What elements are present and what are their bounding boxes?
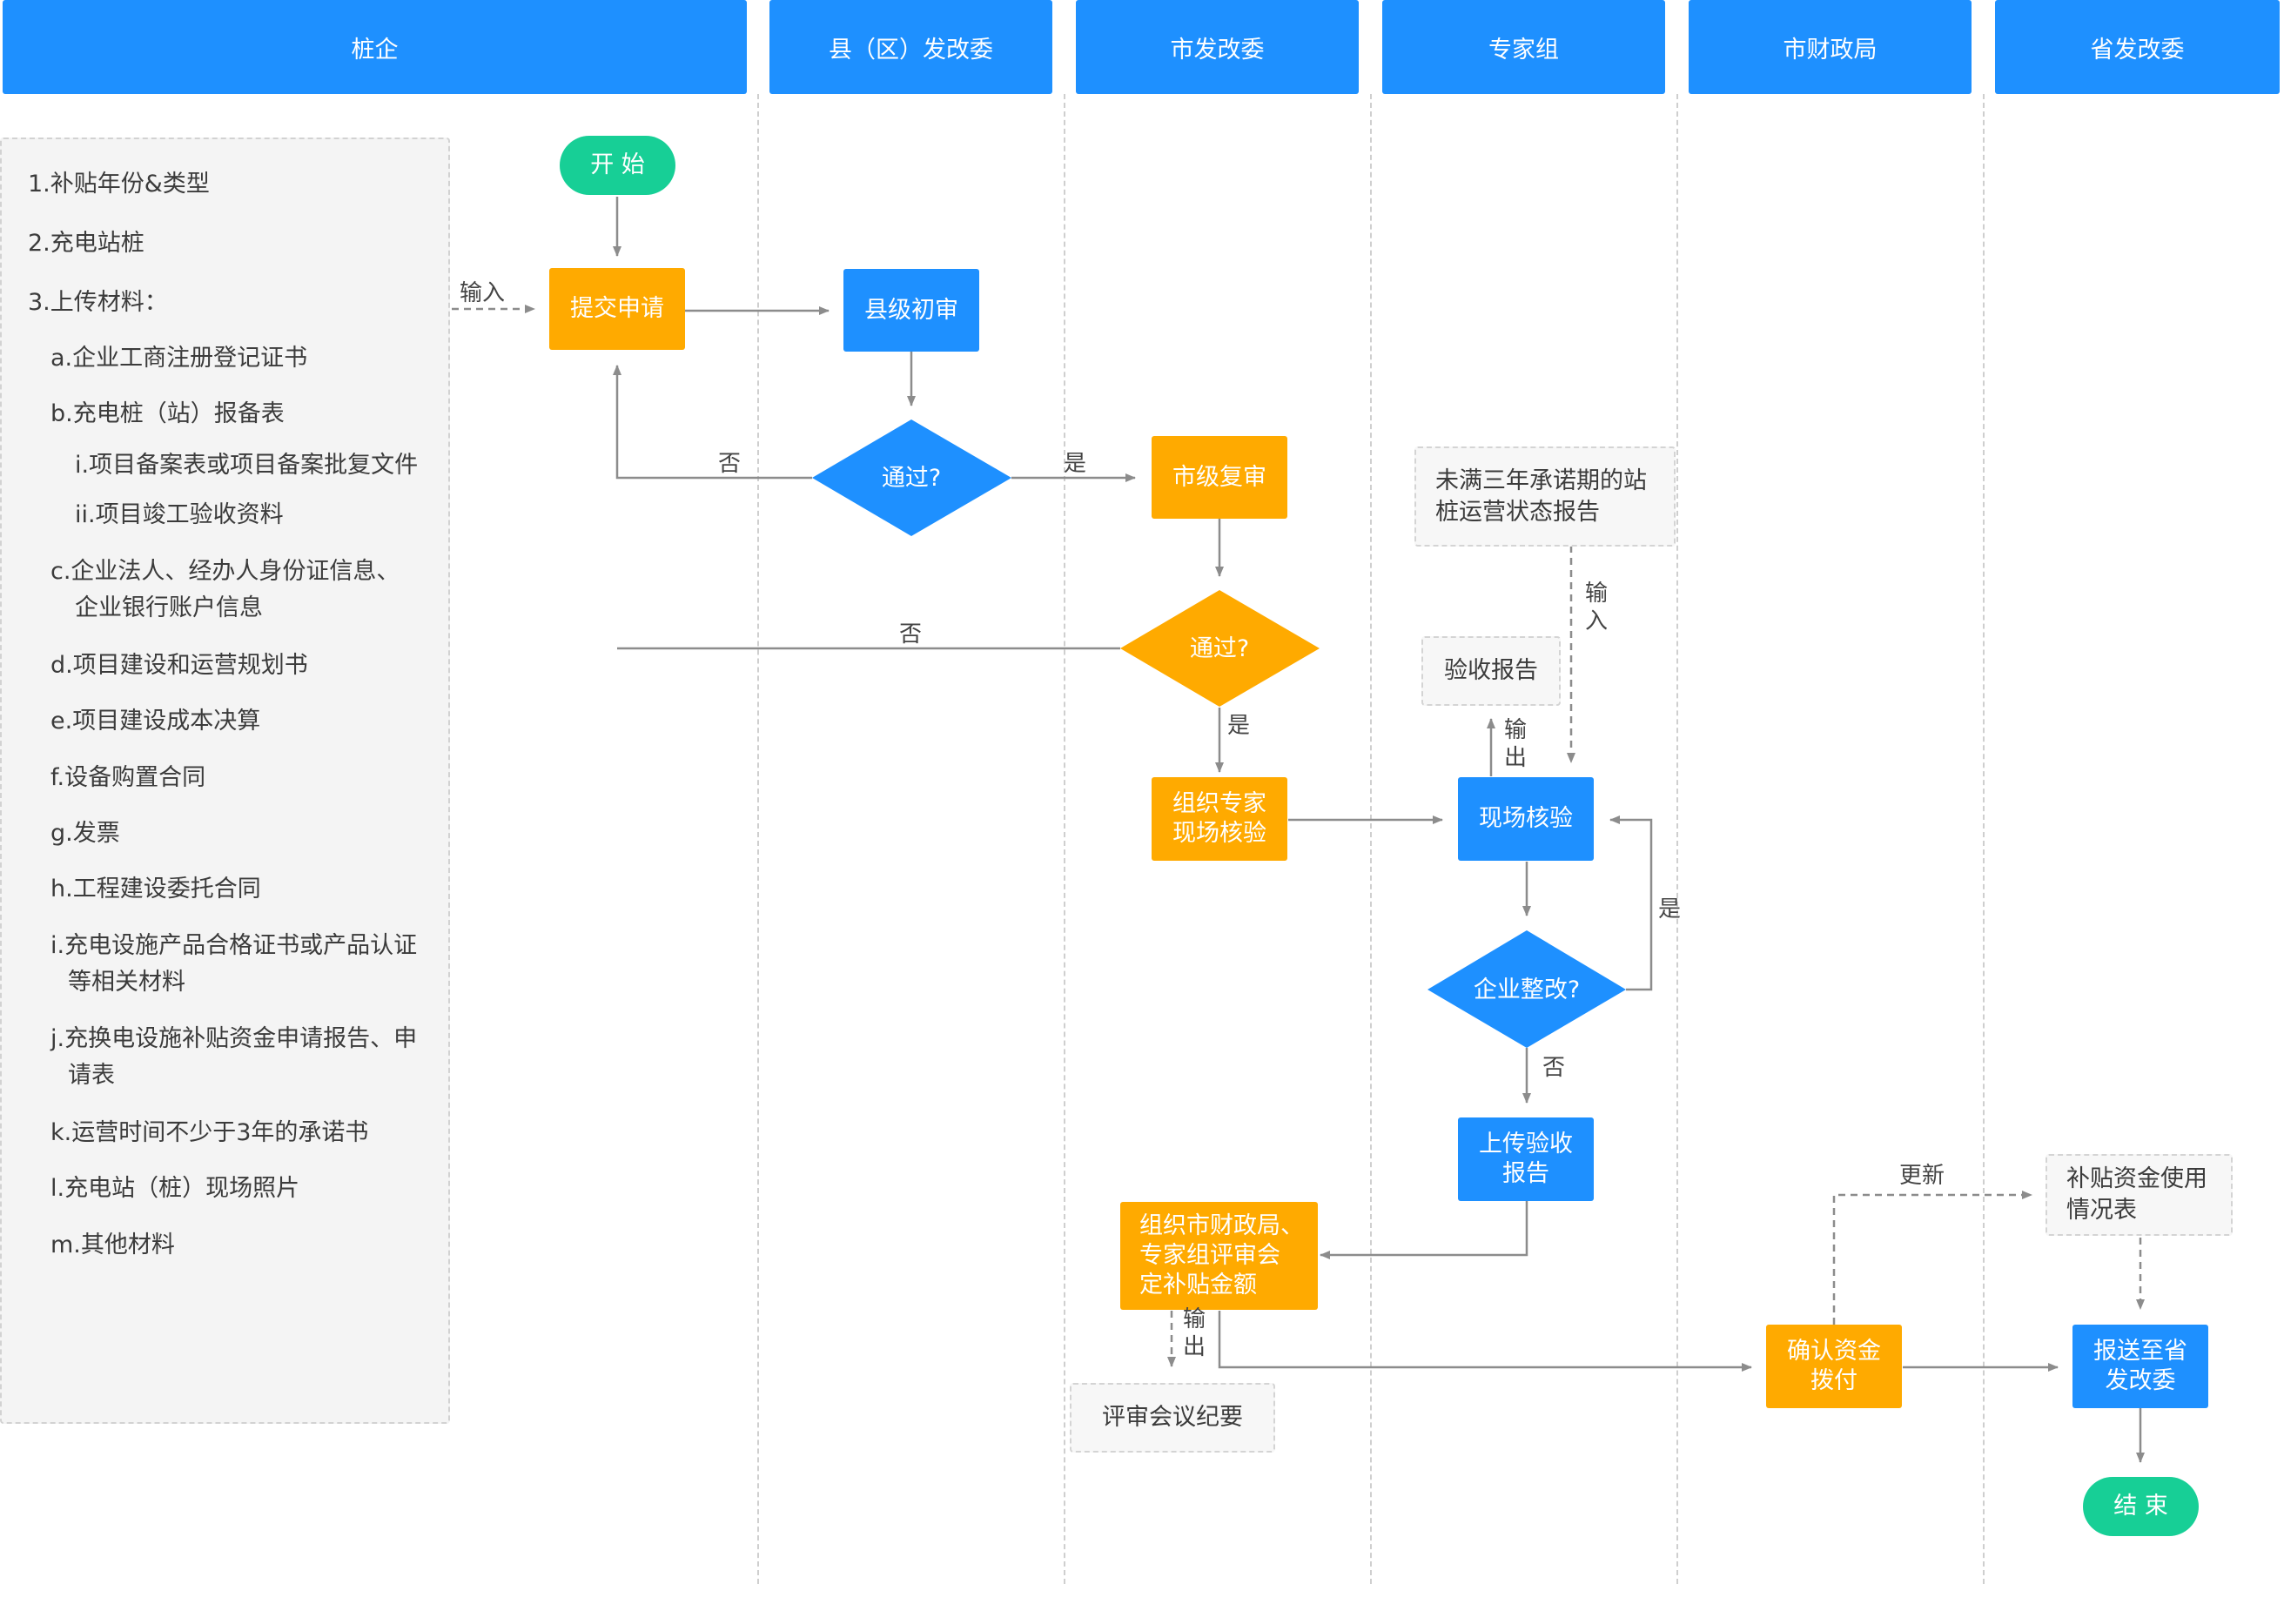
- lane-header-pile-company: 桩企: [3, 0, 747, 94]
- organize-expert-line2: 现场核验: [1172, 820, 1266, 847]
- list-item: j.充换电设施补贴资金申请报告、申: [50, 1025, 418, 1052]
- list-item: 1.补贴年份&类型: [28, 171, 210, 198]
- city-review-box: 市级复审: [1152, 436, 1287, 519]
- acceptance-report-note: 验收报告: [1421, 636, 1561, 706]
- site-output-label: 输 出: [1503, 716, 1528, 772]
- pass1-no-line: [613, 365, 812, 480]
- rectify-no-label: 否: [1542, 1055, 1566, 1081]
- pass1-decision-label: 通过?: [882, 465, 941, 492]
- ops-input-char1: 输: [1584, 580, 1608, 607]
- organize-finance-line3: 定补贴金额: [1139, 1272, 1257, 1299]
- list-item: i.项目备案表或项目备案批复文件: [75, 452, 419, 479]
- pass1-yes-label: 是: [1064, 451, 1087, 477]
- county-review-box: 县级初审: [843, 269, 979, 352]
- update-arrow: [1832, 1191, 2032, 1325]
- site-output-char2: 出: [1503, 745, 1527, 771]
- minutes-output-char1: 输: [1182, 1306, 1206, 1332]
- lane-separator: [1676, 94, 1678, 1584]
- pass2-decision-label: 通过?: [1190, 635, 1249, 662]
- site-check-box: 现场核验: [1458, 777, 1594, 861]
- lane-header-city-finance: 市财政局: [1689, 0, 1972, 94]
- minutes-output-char2: 出: [1182, 1334, 1206, 1360]
- start-node: 开 始: [560, 136, 675, 195]
- organize-finance-review-box: 组织市财政局、 专家组评审会 定补贴金额: [1120, 1202, 1318, 1310]
- ops-input-label: 输 入: [1584, 580, 1609, 635]
- list-item: 请表: [68, 1062, 115, 1089]
- lane-separator: [757, 94, 759, 1584]
- list-item: m.其他材料: [50, 1231, 175, 1258]
- list-item: a.企业工商注册登记证书: [50, 345, 308, 372]
- report-to-province-box: 报送至省 发改委: [2072, 1325, 2208, 1408]
- input-label: 输入: [460, 280, 506, 306]
- rectify-decision-diamond: [1428, 930, 1626, 1048]
- minutes-output-label: 输 出: [1182, 1305, 1206, 1361]
- fund-usage-table-line2: 情况表: [2066, 1197, 2137, 1224]
- confirm-funding-line2: 拨付: [1810, 1367, 1857, 1394]
- report-to-province-line2: 发改委: [2105, 1367, 2176, 1394]
- confirm-funding-box: 确认资金 拨付: [1766, 1325, 1902, 1408]
- list-item: ii.项目竣工验收资料: [75, 501, 284, 528]
- ops-status-report-line1: 未满三年承诺期的站: [1435, 466, 1647, 494]
- report-to-province-line1: 报送至省: [2093, 1338, 2187, 1365]
- ops-input-char2: 入: [1584, 608, 1608, 634]
- list-item: f.设备购置合同: [50, 764, 206, 791]
- ops-status-report-note: 未满三年承诺期的站 桩运营状态报告: [1414, 446, 1676, 547]
- rectify-yes-label: 是: [1658, 896, 1682, 923]
- pass1-decision-diamond: [812, 419, 1011, 536]
- list-item: e.项目建设成本决算: [50, 708, 261, 735]
- confirm-funding-line1: 确认资金: [1787, 1338, 1881, 1365]
- list-item: 3.上传材料：: [28, 289, 168, 316]
- list-item: b.充电桩（站）报备表: [50, 400, 285, 427]
- lane-header-expert-group: 专家组: [1382, 0, 1665, 94]
- upload-report-box: 上传验收 报告: [1458, 1117, 1594, 1201]
- list-item: k.运营时间不少于3年的承诺书: [50, 1119, 369, 1146]
- lane-separator: [1370, 94, 1372, 1584]
- submit-application-box: 提交申请: [549, 268, 685, 350]
- organize-finance-line2: 专家组评审会: [1139, 1242, 1280, 1269]
- lane-header-province-drc: 省发改委: [1995, 0, 2280, 94]
- organize-expert-box: 组织专家 现场核验: [1152, 777, 1287, 861]
- list-item: h.工程建设委托合同: [50, 876, 261, 903]
- list-item: i.充电设施产品合格证书或产品认证: [50, 932, 418, 959]
- list-item: l.充电站（桩）现场照片: [50, 1175, 300, 1202]
- pass2-decision-diamond: [1120, 590, 1320, 707]
- ops-status-report-line2: 桩运营状态报告: [1435, 498, 1600, 526]
- upload-report-line2: 报告: [1502, 1160, 1549, 1187]
- upload-to-finance-line: [1320, 1201, 1528, 1259]
- list-item: 企业银行账户信息: [75, 594, 263, 621]
- list-item: g.发票: [50, 820, 120, 847]
- fund-usage-table-line1: 补贴资金使用: [2066, 1165, 2207, 1192]
- fund-usage-table-note: 补贴资金使用 情况表: [2046, 1154, 2233, 1236]
- rectify-decision-label: 企业整改?: [1474, 976, 1580, 1003]
- list-item: c.企业法人、经办人身份证信息、: [50, 558, 400, 585]
- pass2-no-label: 否: [899, 621, 923, 648]
- lane-separator: [1983, 94, 1985, 1584]
- pass2-yes-label: 是: [1227, 713, 1251, 739]
- lane-header-city-drc: 市发改委: [1076, 0, 1359, 94]
- list-item: 2.充电站桩: [28, 230, 144, 257]
- meeting-minutes-note: 评审会议纪要: [1070, 1383, 1275, 1453]
- organize-expert-line1: 组织专家: [1172, 790, 1266, 817]
- organize-finance-line1: 组织市财政局、: [1139, 1212, 1304, 1239]
- upload-report-line1: 上传验收: [1479, 1131, 1573, 1158]
- end-node: 结 束: [2083, 1477, 2199, 1536]
- materials-list-panel: 1.补贴年份&类型 2.充电站桩 3.上传材料： a.企业工商注册登记证书 b.…: [0, 138, 450, 1424]
- list-item: 等相关材料: [68, 969, 185, 996]
- finance-to-confirm-line: [1218, 1311, 1752, 1372]
- rectify-yes-line: [1609, 815, 1653, 991]
- lane-separator: [1064, 94, 1065, 1584]
- site-output-char1: 输: [1503, 717, 1527, 743]
- update-label: 更新: [1899, 1163, 1945, 1189]
- pass1-no-label: 否: [718, 451, 742, 477]
- list-item: d.项目建设和运营规划书: [50, 652, 308, 679]
- lane-header-county-drc: 县（区）发改委: [769, 0, 1052, 94]
